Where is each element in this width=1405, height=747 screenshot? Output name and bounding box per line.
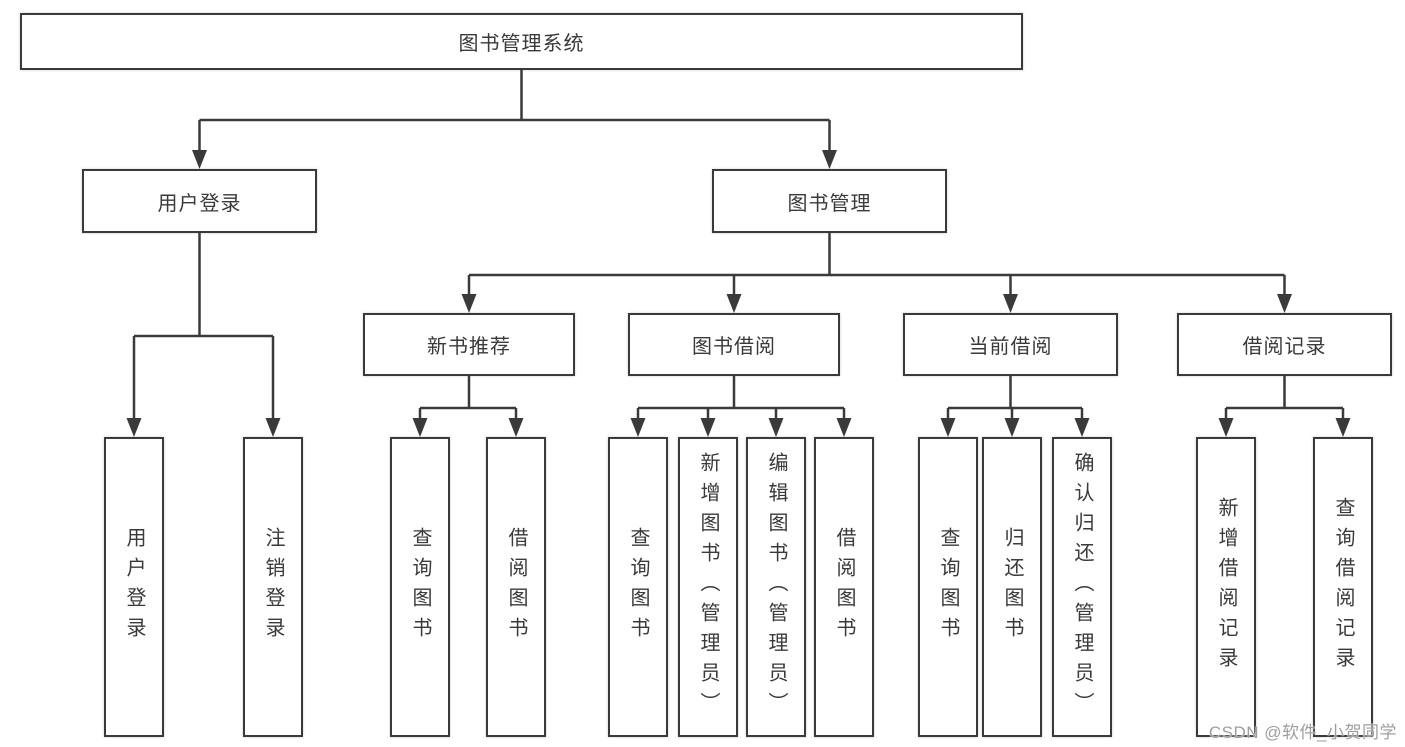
node-user-login-module: 用户登录	[82, 169, 317, 233]
leaf-edit-books-admin: 编辑图书（管理员）	[746, 437, 806, 737]
leaf-query-borrow-record: 查询借阅记录	[1313, 437, 1373, 737]
leaf-add-borrow-record: 新增借阅记录	[1196, 437, 1256, 737]
leaf-query-books-borrowing: 查询图书	[608, 437, 668, 737]
leaf-query-books-recommend: 查询图书	[390, 437, 450, 737]
node-current-borrowing: 当前借阅	[903, 313, 1118, 376]
node-book-management-module: 图书管理	[712, 169, 947, 233]
leaf-confirm-return-admin: 确认归还（管理员）	[1052, 437, 1112, 737]
leaf-return-books: 归还图书	[982, 437, 1042, 737]
node-library-management-system: 图书管理系统	[20, 13, 1023, 70]
leaf-borrow-books: 借阅图书	[814, 437, 874, 737]
leaf-user-login: 用户登录	[104, 437, 164, 737]
node-new-book-recommendation: 新书推荐	[363, 313, 575, 376]
leaf-logout: 注销登录	[243, 437, 303, 737]
leaf-borrow-books-recommend: 借阅图书	[486, 437, 546, 737]
node-book-borrowing: 图书借阅	[628, 313, 840, 376]
node-borrowing-records: 借阅记录	[1177, 313, 1392, 376]
leaf-add-books-admin: 新增图书（管理员）	[678, 437, 738, 737]
csdn-watermark: CSDN @软件_小贺同学	[1208, 723, 1397, 742]
leaf-query-books-current: 查询图书	[918, 437, 978, 737]
